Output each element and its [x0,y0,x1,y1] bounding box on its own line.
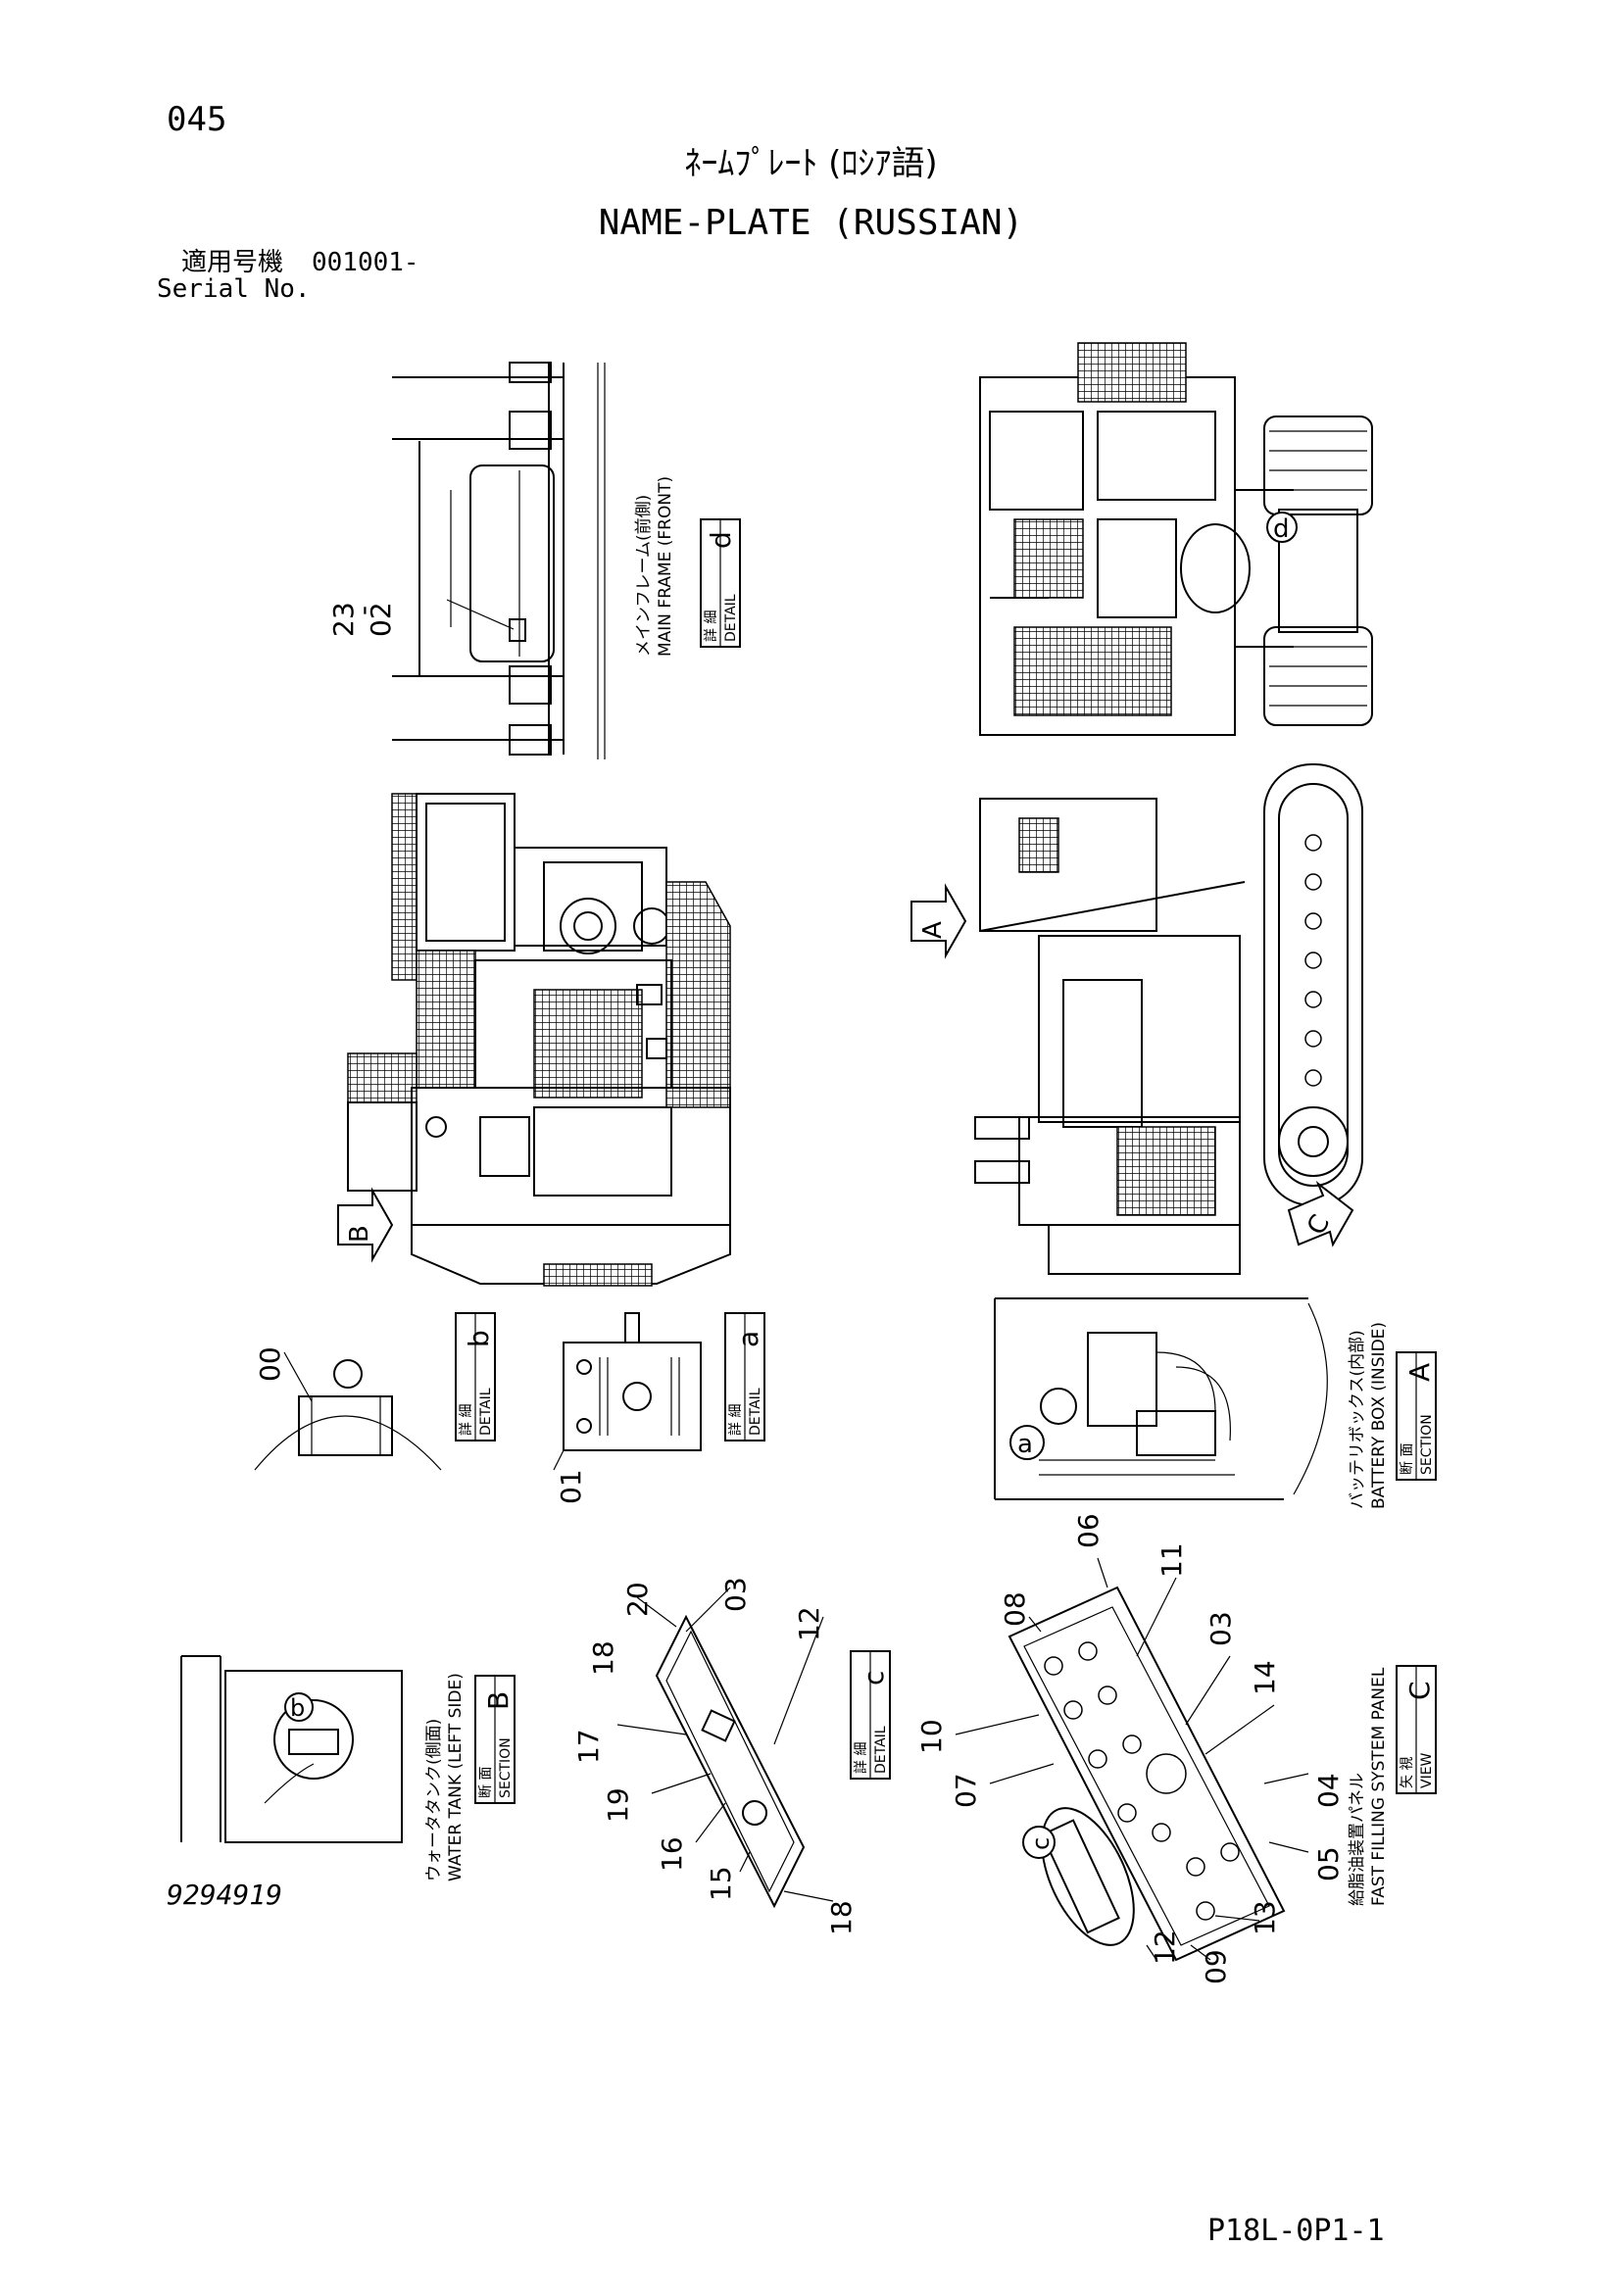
marker-c: c [1027,1837,1055,1850]
part-label: 04 [1312,1773,1345,1808]
detail-tag-jp: 詳 細 [854,1742,869,1774]
detail-tag-jp: 詳 細 [728,1404,744,1436]
sheet-code: P18L-0P1-1 [1207,2214,1385,2248]
section-tag-en: SECTION [498,1737,514,1798]
fast-filling-label-en: FAST FILLING SYSTEM PANEL [1369,1667,1389,1906]
part-label: 19 [602,1787,634,1823]
part-label: 20 [621,1582,654,1617]
detail-tag-en: DETAIL [873,1726,889,1774]
part-label: 10 [915,1719,948,1754]
machine-side-view: A C [910,763,1363,1275]
detail-letter-a: a [732,1331,764,1347]
detail-tag-en: DETAIL [723,594,739,642]
section-letter-b: B [482,1691,515,1710]
part-label: 18 [587,1640,619,1676]
view-letter-c: C [1403,1681,1436,1700]
part-label: 12 [793,1606,825,1641]
view-tag-en: VIEW [1419,1752,1435,1788]
battery-box-label-jp: バッテリボックス(内部) [1348,1330,1367,1509]
view-tag-jp: 矢 視 [1400,1757,1415,1788]
page-number: 045 [167,100,227,139]
part-label: 05 [1312,1846,1345,1881]
part-label: 14 [1249,1660,1281,1695]
part-label: 02 [365,602,397,637]
part-label: - [347,606,379,615]
part-label: 17 [572,1729,605,1764]
marker-a: a [1017,1430,1033,1459]
section-arrow-b: B [345,1225,374,1243]
water-tank-label-en: WATER TANK (LEFT SIDE) [446,1673,466,1881]
detail-tag-jp: 詳 細 [459,1404,474,1436]
main-frame-label-jp: メインフレーム(前側) [634,495,654,657]
serial-label-japanese: 適用号機 [181,248,284,277]
battery-box-label-en: BATTERY BOX (INSIDE) [1369,1322,1389,1509]
drawing-number: 9294919 [167,1879,283,1911]
section-arrow-a: A [918,921,948,939]
marker-d: d [1273,514,1290,544]
part-label: 11 [1155,1542,1188,1578]
part-label: 16 [656,1836,688,1872]
part-label: 09 [1200,1949,1232,1984]
part-label: 00 [254,1346,286,1382]
part-label: 01 [555,1469,587,1504]
detail-a-view: 01 詳 細 DETAIL a [553,1312,765,1504]
machine-front-view: d [979,342,1373,736]
title-english: NAME-PLATE (RUSSIAN) [598,203,1024,243]
detail-letter-d: d [705,531,737,549]
main-frame-label-en: MAIN FRAME (FRONT) [656,476,675,657]
part-label: 15 [705,1866,737,1901]
detail-c-view: 20 03 18 12 17 19 16 15 18 詳 細 DETAIL c [572,1577,891,1935]
title-japanese: ﾈｰﾑﾌﾟﾚｰﾄ (ﾛｼｱ語) [684,144,938,183]
machine-top-view: B [337,793,731,1287]
part-label: 06 [1072,1513,1105,1548]
fast-filling-label-jp: 給脂油装置パネル [1348,1773,1367,1906]
detail-letter-b: b [463,1330,495,1347]
part-label: 12 [1149,1930,1181,1965]
water-tank-view: b ウォータタンク(側面) WATER TANK (LEFT SIDE) 断 面… [180,1655,516,1881]
section-tag-en: SECTION [1419,1414,1435,1475]
part-label: 03 [1204,1611,1237,1646]
serial-value: 001001- [312,248,419,277]
section-tag-jp: 断 面 [478,1767,494,1798]
part-label: 07 [950,1773,982,1808]
detail-tag-en: DETAIL [478,1388,494,1436]
detail-letter-c: c [858,1671,890,1685]
part-label: 18 [825,1900,858,1935]
section-tag-jp: 断 面 [1400,1443,1415,1475]
part-label: 23 [327,602,360,637]
part-label: 08 [999,1591,1031,1627]
part-label: 13 [1249,1900,1281,1935]
water-tank-label-jp: ウォータタンク(側面) [424,1719,444,1881]
main-frame-view: 23 - 02 メインフレーム(前側) MAIN FRAME (FRONT) 詳… [327,362,741,759]
marker-b: b [290,1694,305,1722]
detail-tag-jp: 詳 細 [704,611,719,642]
serial-label-english: Serial No. [157,274,311,304]
section-letter-a: A [1403,1363,1436,1382]
detail-tag-en: DETAIL [748,1388,763,1436]
detail-b-view: 00 詳 細 DETAIL b [254,1312,496,1471]
part-label: 03 [719,1577,752,1612]
battery-box-view: a バッテリボックス(内部) BATTERY BOX (INSIDE) 断 面 … [994,1297,1437,1509]
fast-filling-view: c 08 06 11 03 14 10 07 04 05 13 09 12 給脂… [915,1513,1437,1984]
